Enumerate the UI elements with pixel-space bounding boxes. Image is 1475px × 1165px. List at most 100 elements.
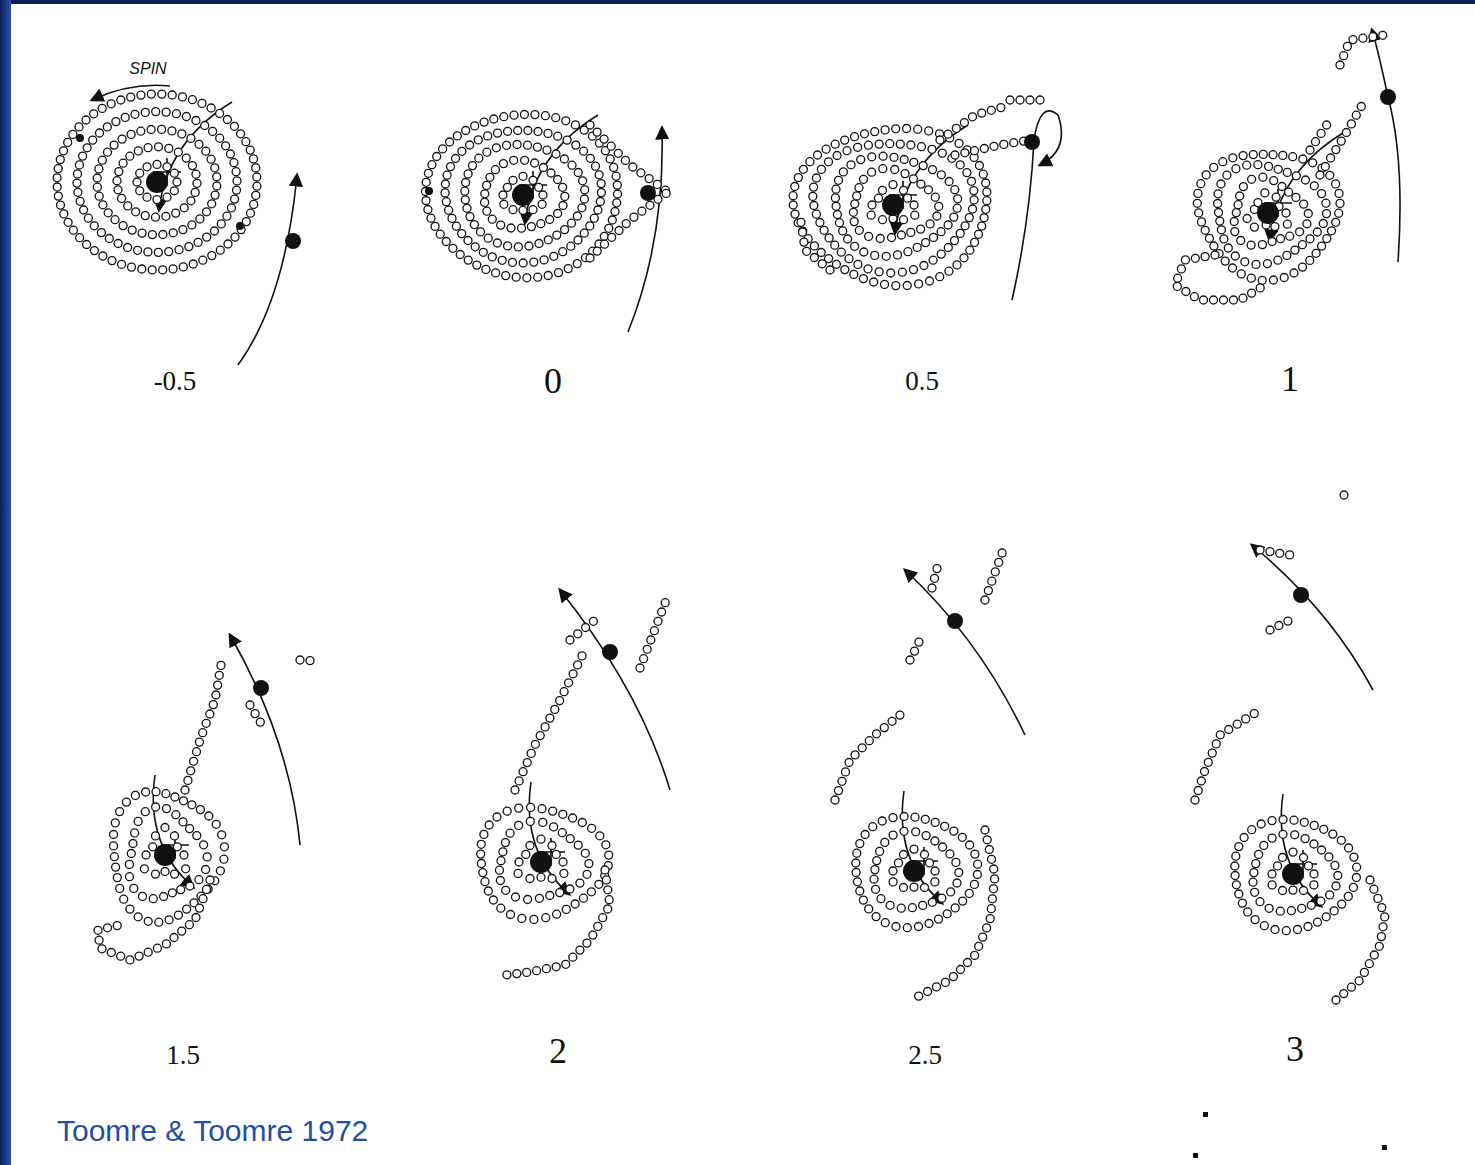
star-particle	[583, 939, 591, 947]
star-particle	[825, 158, 833, 166]
star-particle	[542, 965, 550, 973]
star-particle	[211, 191, 219, 199]
star-particle	[475, 154, 483, 162]
star-particle	[513, 141, 521, 149]
star-particle	[122, 798, 130, 806]
star-particle	[53, 174, 61, 182]
star-particle	[500, 160, 508, 168]
star-particle	[231, 195, 239, 203]
star-particle	[951, 904, 959, 912]
star-particle	[826, 266, 834, 274]
star-particle	[144, 248, 152, 256]
star-particle	[253, 182, 261, 190]
star-particle	[552, 114, 560, 122]
star-particle	[860, 248, 868, 256]
star-particle	[966, 841, 974, 849]
star-particle	[936, 273, 944, 281]
star-particle	[1231, 252, 1239, 260]
star-particle	[507, 911, 515, 919]
star-particle	[161, 824, 169, 832]
star-particle	[115, 168, 123, 176]
star-particle	[650, 627, 658, 635]
star-particle	[188, 221, 196, 229]
companion-mass	[1024, 134, 1040, 150]
star-particle	[184, 776, 192, 784]
star-particle	[182, 154, 190, 162]
star-particle	[946, 850, 954, 858]
star-particle	[1182, 288, 1190, 296]
star-particle	[1318, 190, 1326, 198]
star-particle	[539, 818, 547, 826]
star-particle	[622, 220, 630, 228]
star-particle	[448, 214, 456, 222]
star-particle	[427, 214, 435, 222]
star-particle	[494, 129, 502, 137]
star-particle	[1280, 274, 1288, 282]
star-particle	[159, 231, 167, 239]
star-particle	[951, 186, 959, 194]
star-particle	[548, 842, 556, 850]
star-particle	[127, 850, 135, 858]
star-particle	[452, 222, 460, 230]
star-particle	[867, 211, 875, 219]
star-particle	[1345, 844, 1353, 852]
star-particle	[57, 201, 65, 209]
star-particle	[645, 175, 653, 183]
star-particle	[107, 949, 115, 957]
star-particle	[647, 636, 655, 644]
star-particle	[227, 204, 235, 212]
star-particle	[469, 162, 477, 170]
star-particle	[186, 825, 194, 833]
star-particle	[917, 180, 925, 188]
star-particle	[431, 222, 439, 230]
star-particle	[452, 155, 460, 163]
star-particle	[971, 850, 979, 858]
star-particle	[613, 181, 621, 189]
star-particle	[872, 913, 880, 921]
star-particle	[1357, 103, 1365, 111]
time-label: 2.5	[908, 1040, 942, 1071]
star-particle	[116, 808, 124, 816]
star-particle	[493, 239, 501, 247]
star-particle	[799, 228, 807, 236]
star-particle	[539, 164, 547, 172]
star-particle	[868, 201, 876, 209]
star-particle	[856, 887, 864, 895]
star-particle	[938, 894, 946, 902]
star-particle	[530, 258, 538, 266]
star-particle	[172, 811, 180, 819]
galaxy-motion-arrow	[1281, 794, 1321, 906]
star-particle	[941, 822, 949, 830]
star-particle	[198, 99, 206, 107]
star-particle	[75, 161, 83, 169]
star-particle	[572, 141, 580, 149]
star-particle	[118, 260, 126, 268]
star-particle	[1318, 242, 1326, 250]
star-particle	[971, 147, 979, 155]
star-particle	[1258, 276, 1266, 284]
star-particle	[1230, 296, 1238, 304]
star-particle	[1214, 200, 1222, 208]
star-particle	[937, 250, 945, 258]
star-particle	[544, 272, 552, 280]
star-particle	[1231, 862, 1239, 870]
star-particle	[162, 108, 170, 116]
star-particle	[1229, 154, 1237, 162]
star-particle	[1263, 260, 1271, 268]
star-particle	[471, 122, 479, 130]
star-particle	[900, 827, 908, 835]
star-particle	[812, 210, 820, 218]
star-particle	[931, 878, 939, 886]
star-particle	[875, 194, 883, 202]
star-particle	[477, 850, 485, 858]
star-particle	[810, 202, 818, 210]
star-particle	[1242, 715, 1250, 723]
time-label: 1	[1281, 358, 1299, 400]
star-particle	[836, 219, 844, 227]
star-particle	[877, 895, 885, 903]
star-particle	[537, 873, 545, 881]
star-particle	[1328, 227, 1336, 235]
star-particle	[237, 130, 245, 138]
star-particle	[1250, 869, 1258, 877]
